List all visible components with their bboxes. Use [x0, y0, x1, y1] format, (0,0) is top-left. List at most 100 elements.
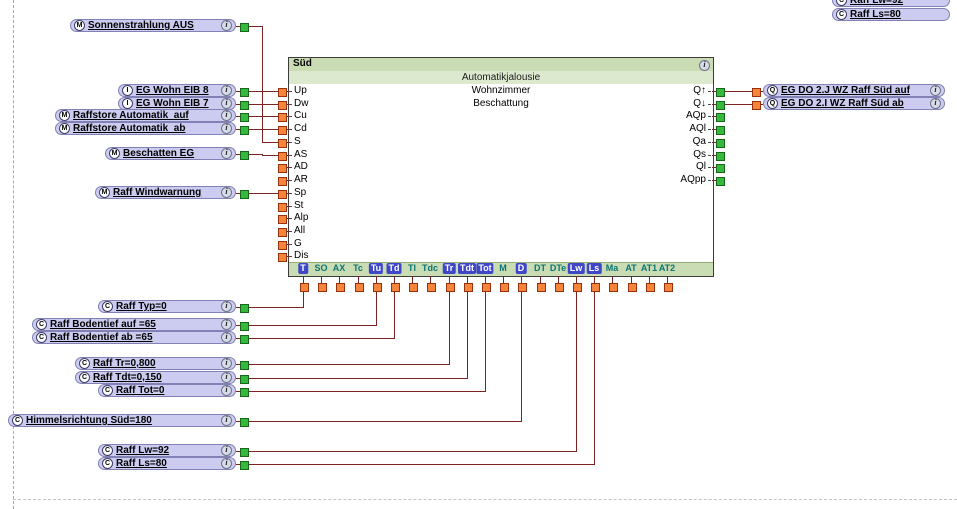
- output-pin-Q-up[interactable]: [716, 88, 725, 97]
- param-pin-DTe[interactable]: [555, 283, 564, 292]
- tag-output-connector[interactable]: [240, 126, 249, 135]
- tag-himmelsrichtung-sued[interactable]: C Himmelsrichtung Süd=180 i: [8, 414, 236, 427]
- tag-output-connector[interactable]: [240, 101, 249, 110]
- tag-output-connector[interactable]: [240, 88, 249, 97]
- tag-output-connector[interactable]: [240, 113, 249, 122]
- param-pin-AX[interactable]: [336, 283, 345, 292]
- tag-raff-tr[interactable]: C Raff Tr=0,800 i: [75, 357, 236, 370]
- output-pin-Qs[interactable]: [716, 152, 725, 161]
- input-pin-Cd[interactable]: [278, 126, 287, 135]
- tag-raff-bodentief-ab[interactable]: C Raff Bodentief ab =65 i: [32, 331, 236, 344]
- tag-input-connector[interactable]: [752, 101, 761, 110]
- info-icon[interactable]: i: [221, 415, 232, 426]
- tag-raff-bodentief-auf[interactable]: C Raff Bodentief auf =65 i: [32, 318, 236, 331]
- tag-raffstore-automatik-auf[interactable]: M Raffstore Automatik_auf i: [55, 109, 236, 122]
- tag-output-connector[interactable]: [240, 322, 249, 331]
- param-pin-Ls[interactable]: [591, 283, 600, 292]
- tag-output-connector[interactable]: [240, 418, 249, 427]
- input-pin-AD[interactable]: [278, 164, 287, 173]
- info-icon[interactable]: i: [930, 98, 941, 109]
- param-pin-Tr[interactable]: [446, 283, 455, 292]
- param-pin-AT[interactable]: [628, 283, 637, 292]
- info-icon[interactable]: i: [221, 123, 232, 134]
- tag-output-connector[interactable]: [240, 190, 249, 199]
- tag-raff-tdt[interactable]: C Raff Tdt=0,150 i: [75, 371, 236, 384]
- function-block-automatikjalousie[interactable]: Süd i Automatikjalousie Wohnzimmer Besch…: [288, 57, 714, 277]
- output-pin-AQp[interactable]: [716, 113, 725, 122]
- param-pin-Tdt[interactable]: [464, 283, 473, 292]
- info-icon[interactable]: i: [221, 358, 232, 369]
- tag-output-connector[interactable]: [240, 461, 249, 470]
- input-pin-All[interactable]: [278, 228, 287, 237]
- output-pin-Qa[interactable]: [716, 139, 725, 148]
- info-icon[interactable]: i: [221, 372, 232, 383]
- tag-sonnenstrahlung-aus[interactable]: M Sonnenstrahlung AUS i: [70, 19, 236, 32]
- input-pin-Sp[interactable]: [278, 190, 287, 199]
- tag-output-connector[interactable]: [240, 335, 249, 344]
- param-pin-Lw[interactable]: [573, 283, 582, 292]
- tag-raff-ls-top[interactable]: C Raff Ls=80: [832, 8, 950, 21]
- info-icon[interactable]: i: [221, 20, 232, 31]
- info-icon[interactable]: i: [221, 148, 232, 159]
- param-pin-Tl[interactable]: [409, 283, 418, 292]
- tag-raff-typ[interactable]: C Raff Typ=0 i: [98, 300, 236, 313]
- input-pin-St[interactable]: [278, 203, 287, 212]
- param-pin-Tot[interactable]: [482, 283, 491, 292]
- tag-raff-lw[interactable]: C Raff Lw=92 i: [98, 444, 236, 457]
- output-pin-Ql[interactable]: [716, 164, 725, 173]
- param-pin-Td[interactable]: [391, 283, 400, 292]
- info-icon[interactable]: i: [221, 187, 232, 198]
- info-icon[interactable]: i: [221, 301, 232, 312]
- input-pin-Dis[interactable]: [278, 253, 287, 262]
- info-icon[interactable]: i: [221, 385, 232, 396]
- tag-eg-wohn-eib-8[interactable]: I EG Wohn EIB 8 i: [118, 84, 236, 97]
- param-pin-Tc[interactable]: [355, 283, 364, 292]
- input-pin-AS[interactable]: [278, 152, 287, 161]
- input-pin-Dw[interactable]: [278, 101, 287, 110]
- tag-beschatten-eg[interactable]: M Beschatten EG i: [105, 147, 236, 160]
- tag-eg-do-2i-wz-raff-sued-ab[interactable]: Q EG DO 2.I WZ Raff Süd ab i: [763, 97, 945, 110]
- tag-output-connector[interactable]: [240, 388, 249, 397]
- output-pin-AQl[interactable]: [716, 126, 725, 135]
- info-icon[interactable]: i: [221, 98, 232, 109]
- info-icon[interactable]: i: [221, 458, 232, 469]
- tag-raff-tot[interactable]: C Raff Tot=0 i: [98, 384, 236, 397]
- output-pin-AQpp[interactable]: [716, 177, 725, 186]
- input-pin-AR[interactable]: [278, 177, 287, 186]
- param-pin-Ma[interactable]: [609, 283, 618, 292]
- tag-output-connector[interactable]: [240, 23, 249, 32]
- tag-output-connector[interactable]: [240, 361, 249, 370]
- param-pin-DT[interactable]: [537, 283, 546, 292]
- tag-output-connector[interactable]: [240, 448, 249, 457]
- param-pin-Tu[interactable]: [373, 283, 382, 292]
- info-icon[interactable]: i: [221, 85, 232, 96]
- tag-output-connector[interactable]: [240, 304, 249, 313]
- input-pin-Alp[interactable]: [278, 215, 287, 224]
- param-pin-M[interactable]: [500, 283, 509, 292]
- tag-input-connector[interactable]: [752, 88, 761, 97]
- info-icon[interactable]: i: [699, 60, 710, 71]
- param-pin-Tdc[interactable]: [427, 283, 436, 292]
- info-icon[interactable]: i: [930, 85, 941, 96]
- tag-output-connector[interactable]: [240, 151, 249, 160]
- tag-output-connector[interactable]: [240, 375, 249, 384]
- output-pin-Q-down[interactable]: [716, 101, 725, 110]
- tag-raffstore-automatik-ab[interactable]: M Raffstore Automatik_ab i: [55, 122, 236, 135]
- tag-eg-do-2j-wz-raff-sued-auf[interactable]: Q EG DO 2.J WZ Raff Süd auf i: [763, 84, 945, 97]
- tag-raff-lw-top[interactable]: C Raff Lw=92: [832, 0, 950, 7]
- input-pin-Cu[interactable]: [278, 113, 287, 122]
- info-icon[interactable]: i: [221, 332, 232, 343]
- info-icon[interactable]: i: [221, 319, 232, 330]
- tag-eg-wohn-eib-7[interactable]: I EG Wohn EIB 7 i: [118, 97, 236, 110]
- param-pin-D[interactable]: [518, 283, 527, 292]
- param-pin-AT2[interactable]: [664, 283, 673, 292]
- info-icon[interactable]: i: [221, 445, 232, 456]
- tag-raff-ls[interactable]: C Raff Ls=80 i: [98, 457, 236, 470]
- input-pin-G[interactable]: [278, 241, 287, 250]
- param-pin-AT1[interactable]: [646, 283, 655, 292]
- tag-raff-windwarnung[interactable]: M Raff Windwarnung i: [95, 186, 236, 199]
- input-pin-S[interactable]: [278, 139, 287, 148]
- input-pin-Up[interactable]: [278, 88, 287, 97]
- param-pin-SO[interactable]: [318, 283, 327, 292]
- info-icon[interactable]: i: [221, 110, 232, 121]
